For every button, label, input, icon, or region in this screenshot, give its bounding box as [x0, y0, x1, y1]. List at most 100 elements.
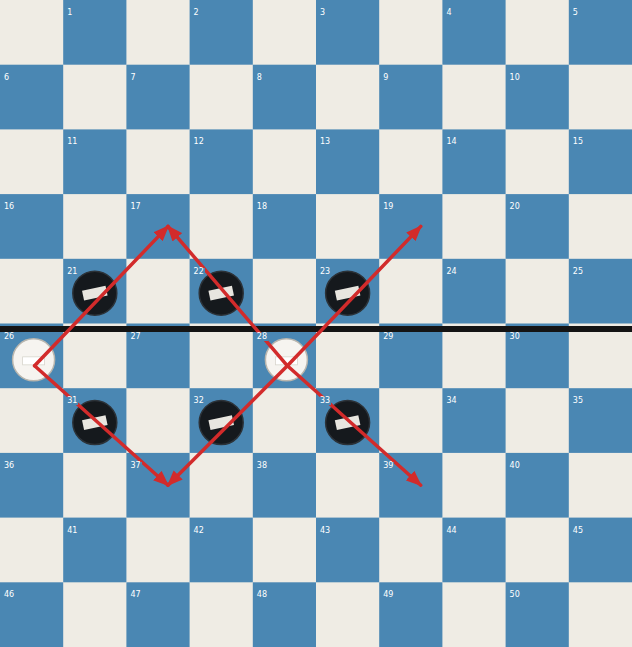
dark-square — [63, 518, 126, 583]
board-square: 13 — [316, 129, 379, 194]
square-number: 9 — [382, 74, 389, 82]
dark-square — [379, 324, 442, 389]
board-square: 14 — [442, 129, 505, 194]
dark-square — [442, 129, 505, 194]
dark-square — [126, 194, 189, 259]
square-number: 10 — [509, 74, 521, 82]
board-square: 23 — [316, 259, 379, 324]
dark-square — [0, 582, 63, 647]
square-number: 13 — [319, 138, 331, 146]
dark-square — [316, 259, 379, 324]
board-square: 42 — [190, 518, 253, 583]
dark-square — [379, 194, 442, 259]
dark-square — [126, 582, 189, 647]
dark-square — [253, 453, 316, 518]
square-number: 29 — [382, 333, 394, 341]
dark-square — [190, 129, 253, 194]
move-arrow — [168, 226, 287, 365]
dark-square — [506, 194, 569, 259]
board-square: 39 — [379, 453, 442, 518]
black-piece — [73, 271, 117, 315]
board-square: 47 — [126, 582, 189, 647]
board-square: 1 — [63, 0, 126, 65]
square-number: 7 — [129, 74, 136, 82]
board-square: 27 — [126, 324, 189, 389]
board-square: 3 — [316, 0, 379, 65]
dark-square — [0, 65, 63, 130]
board-square: 17 — [126, 194, 189, 259]
square-number: 1 — [66, 9, 73, 17]
square-number: 5 — [572, 9, 579, 17]
square-number: 37 — [129, 462, 141, 470]
square-number: 48 — [256, 591, 268, 599]
square-number: 50 — [509, 591, 521, 599]
dark-square — [190, 518, 253, 583]
board-square: 16 — [0, 194, 63, 259]
board-square: 30 — [506, 324, 569, 389]
dark-square — [126, 453, 189, 518]
board-square: 5 — [569, 0, 632, 65]
square-number: 21 — [66, 268, 78, 276]
board-square: 29 — [379, 324, 442, 389]
move-arrow — [168, 366, 287, 485]
square-number: 18 — [256, 203, 268, 211]
dark-square — [0, 324, 63, 389]
board-square: 22 — [190, 259, 253, 324]
board-square: 48 — [253, 582, 316, 647]
dark-square — [506, 582, 569, 647]
board-square: 41 — [63, 518, 126, 583]
board-square: 11 — [63, 129, 126, 194]
square-number: 11 — [66, 138, 78, 146]
dark-square — [442, 259, 505, 324]
dark-square — [442, 0, 505, 65]
board-square: 40 — [506, 453, 569, 518]
square-number: 39 — [382, 462, 394, 470]
board-square: 49 — [379, 582, 442, 647]
square-number: 44 — [445, 527, 457, 535]
board-square: 21 — [63, 259, 126, 324]
board-square: 6 — [0, 65, 63, 130]
square-number: 23 — [319, 268, 331, 276]
board-square: 10 — [506, 65, 569, 130]
square-number: 43 — [319, 527, 331, 535]
board-square: 31 — [63, 388, 126, 453]
dark-square — [569, 388, 632, 453]
board-square: 24 — [442, 259, 505, 324]
square-number: 31 — [66, 397, 78, 405]
dark-square — [316, 0, 379, 65]
square-number: 24 — [445, 268, 457, 276]
board-square: 8 — [253, 65, 316, 130]
square-number: 28 — [256, 333, 268, 341]
black-piece — [199, 401, 243, 445]
dark-square — [442, 388, 505, 453]
dark-square — [126, 324, 189, 389]
square-number: 14 — [445, 138, 457, 146]
center-divider — [0, 326, 632, 332]
board-square: 44 — [442, 518, 505, 583]
board-square: 18 — [253, 194, 316, 259]
dark-square — [569, 259, 632, 324]
dark-square — [442, 518, 505, 583]
board-square: 20 — [506, 194, 569, 259]
dark-square — [63, 129, 126, 194]
square-number: 34 — [445, 397, 457, 405]
black-piece — [326, 271, 370, 315]
dark-square — [379, 582, 442, 647]
square-number: 19 — [382, 203, 394, 211]
dark-square — [569, 129, 632, 194]
board-square: 7 — [126, 65, 189, 130]
square-number: 46 — [3, 591, 15, 599]
dark-square — [253, 65, 316, 130]
square-number: 41 — [66, 527, 78, 535]
board-square: 15 — [569, 129, 632, 194]
square-number: 36 — [3, 462, 15, 470]
dark-square — [569, 0, 632, 65]
dark-square — [63, 259, 126, 324]
dark-square — [379, 65, 442, 130]
board-square: 12 — [190, 129, 253, 194]
